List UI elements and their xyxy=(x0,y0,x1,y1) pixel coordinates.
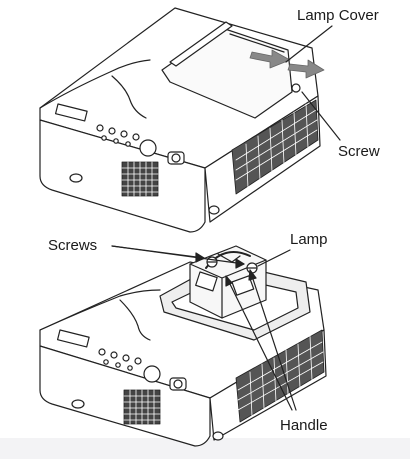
projector-top-front-vent xyxy=(121,161,159,197)
screw-label: Screw xyxy=(338,143,380,160)
handle-leaders xyxy=(225,269,297,411)
slide-arrow-icon xyxy=(249,49,291,69)
screws-leaders xyxy=(111,245,245,269)
screw-leader xyxy=(301,91,341,141)
footer-strip xyxy=(0,438,410,459)
lamp-leader xyxy=(257,249,291,267)
screw-icon xyxy=(291,83,301,93)
screws-label: Screws xyxy=(48,237,98,254)
lamp-cover-label: Lamp Cover xyxy=(297,7,379,24)
projector-bottom-buttons xyxy=(98,348,187,391)
lamp-cover-leader xyxy=(285,25,333,63)
projector-bottom-front-vent xyxy=(123,389,161,425)
projector-bottom xyxy=(39,245,327,447)
lamp-label: Lamp xyxy=(290,231,328,248)
handle-label: Handle xyxy=(280,417,328,434)
projector-top xyxy=(39,7,341,233)
projector-top-buttons xyxy=(96,124,185,165)
projector-top-side-vent xyxy=(231,99,319,195)
